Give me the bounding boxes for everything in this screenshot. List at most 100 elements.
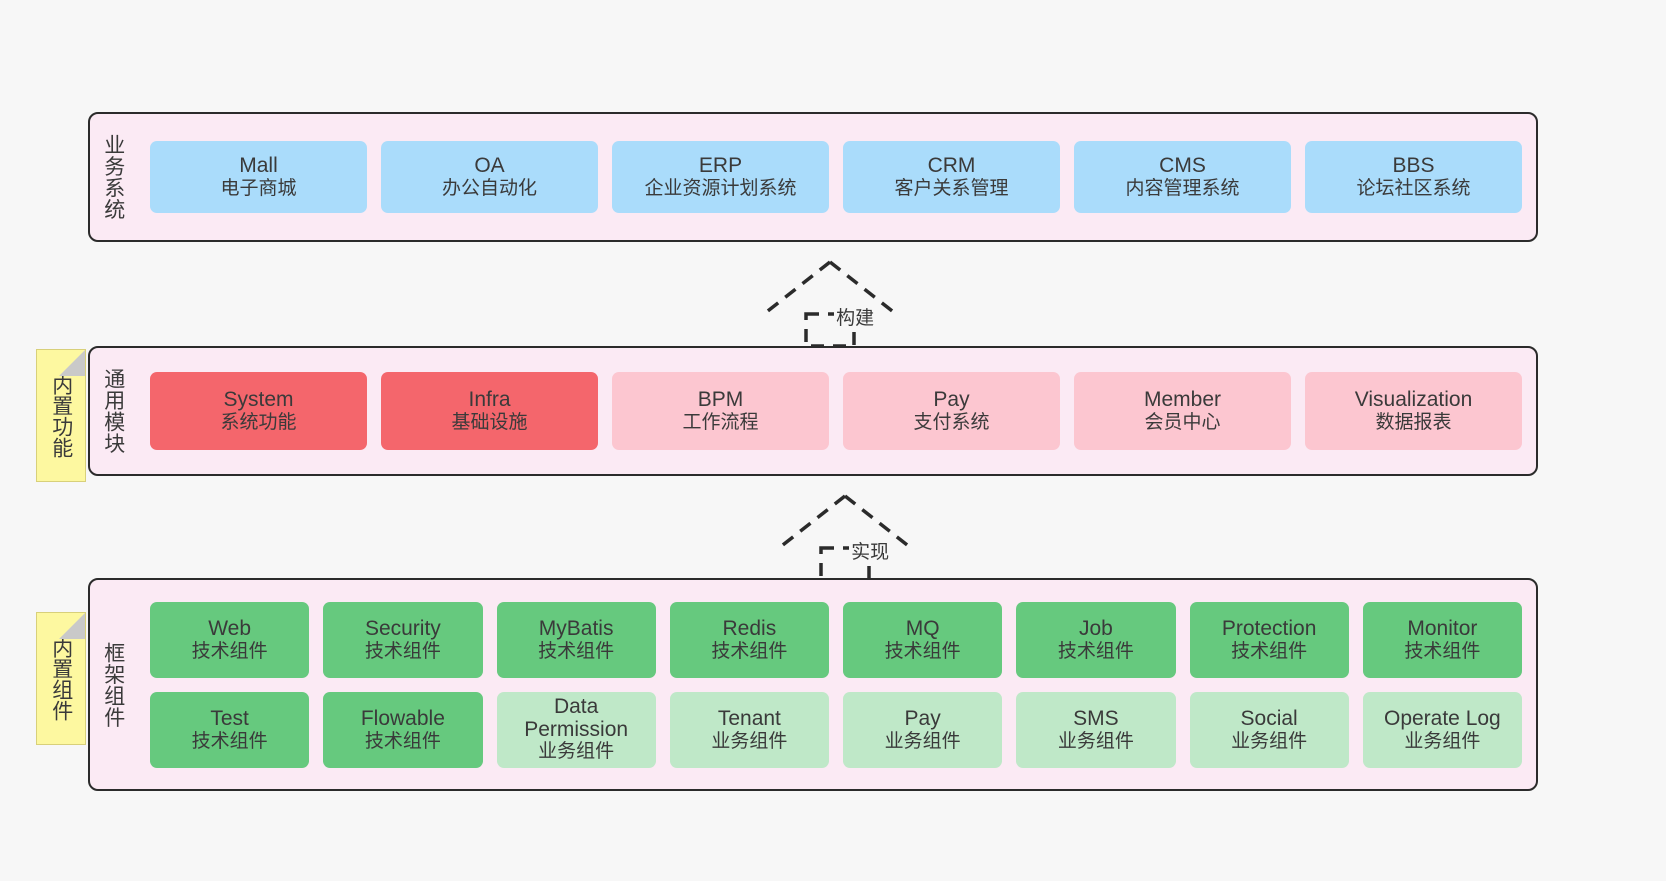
card-title: Monitor <box>1407 616 1478 640</box>
connector-implement: 实现 <box>775 492 915 584</box>
card-title: OA <box>474 154 505 177</box>
card-subtitle: 技术组件 <box>1057 640 1134 662</box>
business-card-mall[interactable]: Mall 电子商城 <box>150 141 367 213</box>
sticky-note-text: 内置组件 <box>49 636 73 721</box>
card-title: Social <box>1240 706 1298 730</box>
component-card-flowable[interactable]: Flowable 技术组件 <box>323 691 483 768</box>
module-card-pay[interactable]: Pay 支付系统 <box>843 372 1060 450</box>
component-card-job[interactable]: Job 技术组件 <box>1016 601 1176 678</box>
card-subtitle: 技术组件 <box>364 730 441 752</box>
component-card-security[interactable]: Security 技术组件 <box>323 601 483 678</box>
sticky-note-text: 内置功能 <box>49 373 73 458</box>
card-title: Test <box>210 706 249 730</box>
section-label-framework-components: 框架组件 <box>101 641 125 728</box>
card-title: Visualization <box>1354 388 1473 411</box>
section-common-modules: 通用模块 System 系统功能 Infra 基础设施 BPM 工作流程 Pay <box>88 346 1538 476</box>
module-card-visualization[interactable]: Visualization 数据报表 <box>1305 372 1522 450</box>
component-card-test[interactable]: Test 技术组件 <box>150 691 310 768</box>
business-card-bbs[interactable]: BBS 论坛社区系统 <box>1305 141 1522 213</box>
card-title: ERP <box>698 154 743 177</box>
card-subtitle: 基础设施 <box>451 412 528 434</box>
card-subtitle: 技术组件 <box>191 730 268 752</box>
card-subtitle: 技术组件 <box>538 640 615 662</box>
card-title: MQ <box>905 616 940 640</box>
card-subtitle: 技术组件 <box>1231 640 1308 662</box>
card-title: Web <box>208 616 252 640</box>
framework-components-items: Web 技术组件 Security 技术组件 MyBatis 技术组件 Redi… <box>136 580 1536 789</box>
component-card-operate-log[interactable]: Operate Log 业务组件 <box>1362 691 1522 768</box>
business-card-erp[interactable]: ERP 企业资源计划系统 <box>612 141 829 213</box>
module-card-infra[interactable]: Infra 基础设施 <box>381 372 598 450</box>
card-title: BBS <box>1392 154 1435 177</box>
framework-components-row-business: Test 技术组件 Flowable 技术组件 Data Permission … <box>150 691 1522 768</box>
card-subtitle: 技术组件 <box>1404 640 1481 662</box>
business-card-crm[interactable]: CRM 客户关系管理 <box>843 141 1060 213</box>
sticky-note-builtin-components: 内置组件 <box>36 612 86 745</box>
module-card-member[interactable]: Member 会员中心 <box>1074 372 1291 450</box>
sticky-note-builtin-functions: 内置功能 <box>36 349 86 482</box>
card-title: MyBatis <box>538 616 614 640</box>
business-card-cms[interactable]: CMS 内容管理系统 <box>1074 141 1291 213</box>
generalization-arrow-icon <box>762 260 898 348</box>
card-title: Data Permission <box>524 695 629 742</box>
component-card-sms[interactable]: SMS 业务组件 <box>1016 691 1176 768</box>
component-card-social[interactable]: Social 业务组件 <box>1189 691 1349 768</box>
card-title: Pay <box>933 388 970 411</box>
component-card-pay[interactable]: Pay 业务组件 <box>843 691 1003 768</box>
card-title: Operate Log <box>1383 706 1501 730</box>
card-title: Job <box>1078 616 1113 640</box>
card-subtitle: 系统功能 <box>220 412 297 434</box>
component-card-mybatis[interactable]: MyBatis 技术组件 <box>496 601 656 678</box>
component-card-redis[interactable]: Redis 技术组件 <box>669 601 829 678</box>
module-card-bpm[interactable]: BPM 工作流程 <box>612 372 829 450</box>
business-card-oa[interactable]: OA 办公自动化 <box>381 141 598 213</box>
card-subtitle: 工作流程 <box>682 412 759 434</box>
component-card-protection[interactable]: Protection 技术组件 <box>1189 601 1349 678</box>
section-label-business-system: 业务系统 <box>101 134 125 220</box>
business-system-row: Mall 电子商城 OA 办公自动化 ERP 企业资源计划系统 CRM 客户关系… <box>150 141 1522 213</box>
card-title: System <box>223 388 294 411</box>
common-modules-items: System 系统功能 Infra 基础设施 BPM 工作流程 Pay 支付系统… <box>136 348 1536 474</box>
business-system-items: Mall 电子商城 OA 办公自动化 ERP 企业资源计划系统 CRM 客户关系… <box>136 114 1536 240</box>
card-subtitle: 业务组件 <box>884 730 961 752</box>
card-title: Protection <box>1221 616 1317 640</box>
module-card-system[interactable]: System 系统功能 <box>150 372 367 450</box>
card-subtitle: 业务组件 <box>538 741 615 763</box>
card-title: Infra <box>468 388 511 411</box>
card-title: CMS <box>1159 154 1206 177</box>
connector-build-label: 构建 <box>834 303 877 330</box>
section-business-system: 业务系统 Mall 电子商城 OA 办公自动化 ERP 企业资源计划系统 CRM <box>88 112 1538 242</box>
card-subtitle: 企业资源计划系统 <box>644 178 797 200</box>
common-modules-row: System 系统功能 Infra 基础设施 BPM 工作流程 Pay 支付系统… <box>150 372 1522 450</box>
generalization-arrow-icon <box>777 494 913 582</box>
card-subtitle: 办公自动化 <box>441 178 537 200</box>
card-subtitle: 支付系统 <box>913 412 990 434</box>
component-card-mq[interactable]: MQ 技术组件 <box>843 601 1003 678</box>
component-card-data-permission[interactable]: Data Permission 业务组件 <box>496 691 656 768</box>
card-subtitle: 技术组件 <box>711 640 788 662</box>
framework-components-row-technical: Web 技术组件 Security 技术组件 MyBatis 技术组件 Redi… <box>150 601 1522 678</box>
card-title: Flowable <box>360 706 445 730</box>
card-title: Redis <box>722 616 777 640</box>
card-title: Pay <box>904 706 941 730</box>
card-title: Member <box>1143 388 1222 411</box>
section-framework-components: 框架组件 Web 技术组件 Security 技术组件 MyBatis 技术组件… <box>88 578 1538 791</box>
card-subtitle: 业务组件 <box>1057 730 1134 752</box>
card-title: SMS <box>1073 706 1119 730</box>
card-subtitle: 技术组件 <box>364 640 441 662</box>
connector-implement-label: 实现 <box>849 537 892 564</box>
card-subtitle: 内容管理系统 <box>1125 178 1240 200</box>
component-card-tenant[interactable]: Tenant 业务组件 <box>669 691 829 768</box>
card-title: CRM <box>927 154 976 177</box>
card-subtitle: 业务组件 <box>711 730 788 752</box>
card-title: BPM <box>697 388 744 411</box>
card-title: Mall <box>239 154 278 177</box>
card-subtitle: 业务组件 <box>1231 730 1308 752</box>
card-subtitle: 业务组件 <box>1404 730 1481 752</box>
component-card-web[interactable]: Web 技术组件 <box>150 601 310 678</box>
card-title: Security <box>364 616 441 640</box>
card-subtitle: 论坛社区系统 <box>1356 178 1471 200</box>
component-card-monitor[interactable]: Monitor 技术组件 <box>1362 601 1522 678</box>
card-subtitle: 客户关系管理 <box>894 178 1009 200</box>
